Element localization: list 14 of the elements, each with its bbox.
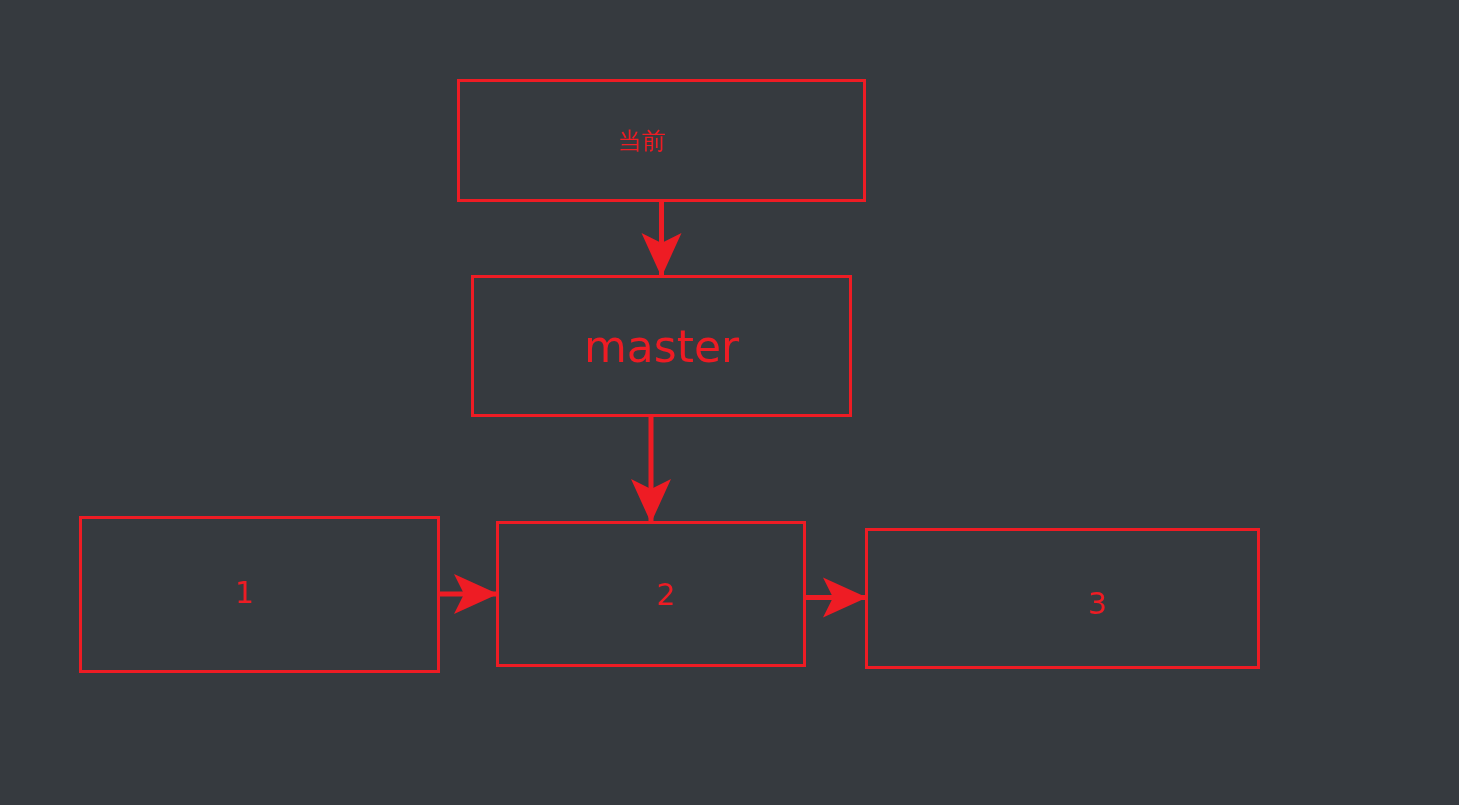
process-box bbox=[865, 528, 1260, 669]
box-label: 3 bbox=[1087, 586, 1108, 621]
box-label: 2 bbox=[656, 576, 676, 612]
process-box bbox=[496, 521, 806, 667]
process-box bbox=[457, 79, 866, 202]
box-label: 1 bbox=[234, 575, 255, 610]
process-box bbox=[79, 516, 440, 673]
box-label: master bbox=[583, 320, 740, 372]
arrow bbox=[440, 574, 498, 614]
arrow bbox=[806, 577, 867, 618]
box-label: 当前 bbox=[617, 125, 666, 157]
arrow bbox=[631, 417, 671, 523]
arrow bbox=[641, 202, 682, 277]
process-box bbox=[471, 275, 852, 417]
